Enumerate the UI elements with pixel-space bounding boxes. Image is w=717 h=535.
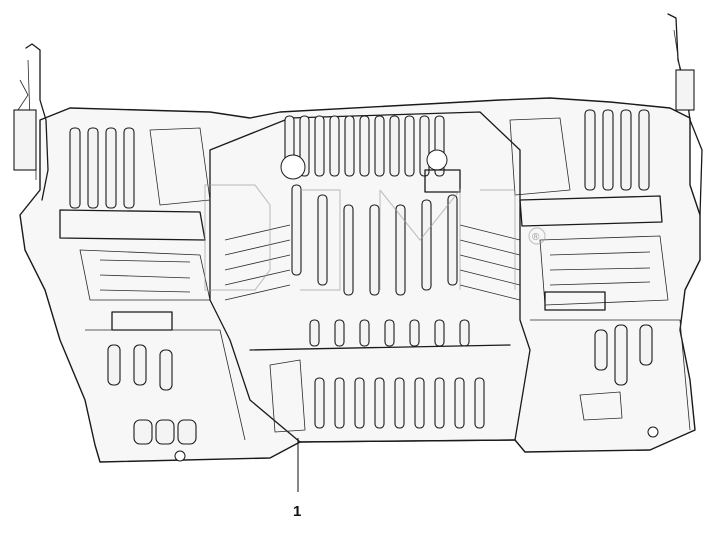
floor-pan-outline — [19, 97, 701, 463]
left-rear-section — [59, 127, 211, 331]
watermark-logo: ® — [204, 184, 546, 291]
callout-number-label: 1 — [293, 503, 301, 520]
right-side-bracket — [667, 13, 703, 216]
center-pan — [209, 111, 531, 443]
callout-1: 1 — [293, 438, 301, 520]
right-rear-section — [509, 109, 669, 311]
left-side-bracket — [13, 43, 49, 201]
front-left-floor — [85, 329, 246, 462]
front-right-floor — [530, 319, 691, 438]
watermark-registered-mark: ® — [532, 232, 540, 243]
